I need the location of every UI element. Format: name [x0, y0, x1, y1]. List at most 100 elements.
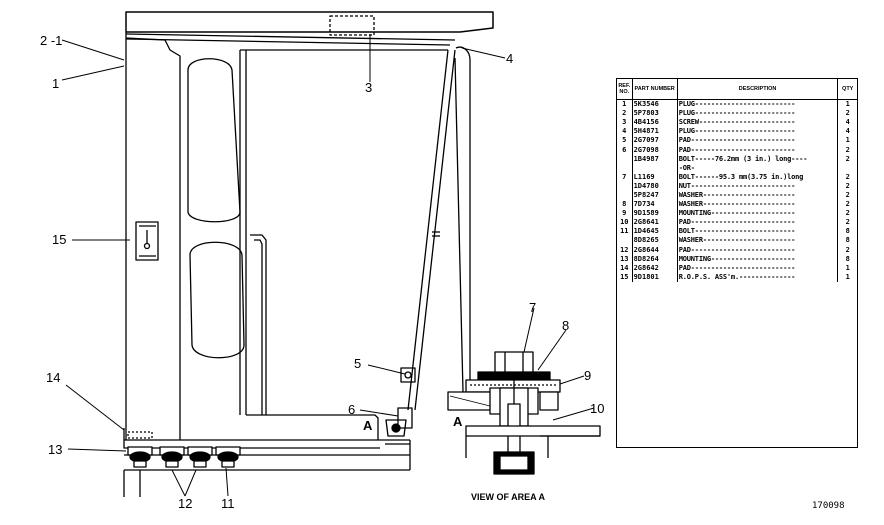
callout-15: 15	[52, 232, 66, 247]
area-a-detail	[447, 351, 601, 475]
cell-ref: 9	[617, 209, 633, 219]
cell-qty: 2	[845, 172, 850, 181]
cell-qty: 2	[845, 200, 850, 209]
cell-qty: 2	[845, 245, 850, 254]
cell-qty: 1	[845, 272, 850, 281]
leader-lines	[61, 34, 595, 497]
cell-qty: 1	[845, 100, 850, 109]
cell-part: 2G7098	[632, 145, 678, 155]
cell-qty: 2	[845, 109, 850, 118]
cell-qty: 8	[845, 236, 850, 245]
cell-desc: SCREW------------------------	[677, 118, 839, 128]
col-header-qty: QTY	[837, 79, 857, 100]
cell-part	[632, 163, 678, 173]
cell-ref: 3	[617, 118, 633, 128]
cell-ref: 10	[617, 218, 633, 228]
cell-qty: 2	[845, 154, 850, 163]
cell-part: 5H4871	[632, 127, 678, 137]
base-rail	[123, 428, 411, 497]
cell-part: 8D8264	[632, 254, 678, 264]
cell-ref	[617, 163, 633, 173]
callout-3: 3	[365, 80, 372, 95]
figure-number: 170098	[812, 501, 845, 511]
cell-desc: BOLT-------------------------	[677, 227, 839, 237]
cell-desc: PAD--------------------------	[677, 263, 839, 273]
callout-1: 1	[52, 76, 59, 91]
cell-qty: 4	[845, 118, 850, 127]
col-header-ref: REF. NO.	[617, 79, 633, 100]
cell-part: 5P8247	[632, 190, 678, 201]
cell-desc: MOUNTING---------------------	[677, 209, 839, 219]
rear-mount	[380, 367, 416, 445]
canopy-plate	[329, 15, 375, 36]
cell-desc: PLUG-------------------------	[677, 127, 839, 137]
cell-qty: 2	[845, 218, 850, 227]
cell-part: 1B4987	[632, 154, 678, 164]
cell-ref: 12	[617, 245, 633, 255]
cell-desc: PLUG-------------------------	[677, 109, 839, 119]
cell-part: 9D1801	[632, 272, 678, 282]
callout-7: 7	[529, 300, 536, 315]
cell-qty: 1	[845, 136, 850, 145]
callout-9: 9	[584, 368, 591, 383]
col-header-part: PART NUMBER	[632, 79, 678, 100]
rear-tube	[432, 46, 471, 399]
callout-11: 11	[221, 496, 235, 511]
cell-part: 2G8644	[632, 245, 678, 255]
cell-ref: 4	[617, 127, 633, 137]
cell-desc: BOLT------95.3 mm(3.75 in.)long	[677, 172, 839, 182]
cell-qty: 1	[845, 263, 850, 272]
callout-5: 5	[354, 356, 361, 371]
cell-part: 2G8641	[632, 218, 678, 228]
cell-ref	[617, 190, 633, 201]
cell-desc: PAD--------------------------	[677, 136, 839, 146]
cell-desc: NUT--------------------------	[677, 181, 839, 191]
cell-part: 5P7803	[632, 109, 678, 119]
cell-ref	[617, 154, 633, 164]
cell-desc: R.O.P.S. ASS'm.--------------	[677, 272, 839, 282]
callout-4: 4	[506, 51, 513, 66]
cell-qty: 4	[845, 127, 850, 136]
base-mounts	[127, 446, 241, 468]
callout-12: 12	[178, 496, 192, 511]
cell-part: 4B4156	[632, 118, 678, 128]
callout-13: 13	[48, 442, 62, 457]
cell-ref	[617, 236, 633, 246]
callout-2-1: 2 -1	[40, 33, 62, 48]
cell-part: 7D734	[632, 200, 678, 210]
detail-pad-bottom	[465, 425, 601, 437]
cell-qty: 2	[845, 209, 850, 218]
col-header-desc: DESCRIPTION	[677, 79, 839, 100]
cell-desc: MOUNTING---------------------	[677, 254, 839, 264]
cell-desc: PAD--------------------------	[677, 145, 839, 155]
cell-part: 2G7097	[632, 136, 678, 146]
cell-desc: WASHER-----------------------	[677, 200, 839, 210]
cell-part: 2G8642	[632, 263, 678, 273]
view-caption: VIEW OF AREA A	[471, 492, 546, 502]
detail-bolt-head	[494, 351, 534, 375]
cell-part: 1D4645	[632, 227, 678, 237]
cell-desc: PAD--------------------------	[677, 245, 839, 255]
cell-desc: WASHER-----------------------	[677, 190, 839, 201]
callout-10: 10	[590, 401, 604, 416]
cell-ref: 1	[617, 99, 633, 110]
upper-window	[187, 58, 241, 223]
cell-part: 9D1589	[632, 209, 678, 219]
cell-ref: 13	[617, 254, 633, 264]
table-header-row: REF. NO. PART NUMBER DESCRIPTION QTY	[617, 79, 857, 100]
cell-part: 8D8265	[632, 236, 678, 246]
cell-desc: WASHER-----------------------	[677, 236, 839, 246]
cell-ref: 8	[617, 200, 633, 210]
